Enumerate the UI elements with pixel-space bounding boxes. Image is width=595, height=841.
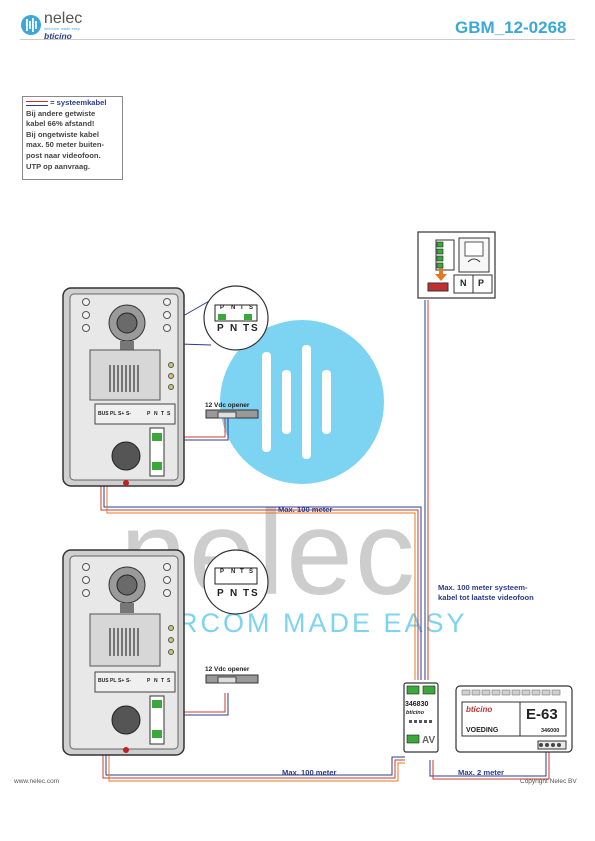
- panel-2-zoom-terminal-n: N: [231, 569, 236, 575]
- legend-title-row: = systeemkabel: [26, 98, 119, 109]
- panel-2-zoom-terminal-s: S: [249, 569, 254, 575]
- supply-label: VOEDING: [466, 727, 499, 734]
- videophone-n-label: N: [460, 278, 467, 288]
- panel-2-pnts-n: N: [154, 678, 158, 684]
- panel-1-pl-label: PL: [110, 411, 117, 417]
- bottom-run-distance: Max. 100 meter: [282, 768, 337, 777]
- power-supply: [455, 685, 573, 753]
- panel-1-zoom-pnts-t: T: [243, 323, 250, 334]
- watermark-bars: [262, 345, 331, 459]
- panel-1-zoom-pnts-p: P: [217, 323, 224, 334]
- panel-1-pnts-s: S: [167, 411, 171, 417]
- panel-2-zoom-pnts-n: N: [230, 588, 238, 599]
- panel-2-pnts-p: P: [147, 678, 151, 684]
- footer-website[interactable]: www.nelec.com: [14, 778, 60, 785]
- panel-2-terminal-zoom: [203, 549, 269, 615]
- module-av-label: AV: [422, 735, 436, 746]
- panel-1-opener-label: 12 Vdc opener: [205, 402, 250, 409]
- panel-2-zoom-terminal-t: T: [240, 569, 244, 575]
- nelec-logo-icon: [21, 15, 41, 35]
- panel-2-pnts-s: S: [167, 678, 171, 684]
- sub-brand: bticino: [44, 31, 72, 41]
- supply-code: 346000: [541, 728, 560, 734]
- watermark-tagline: RCOM MADE EASY: [178, 608, 468, 638]
- distribution-module: [403, 682, 439, 753]
- panel-1-zoom-pnts-s: S: [251, 323, 258, 334]
- module-code: 346830: [405, 701, 429, 708]
- legend-line: Bij ongetwiste kabel: [26, 129, 100, 139]
- legend-line: kabel 66% afstand!: [26, 119, 95, 129]
- supply-brand: bticino: [466, 705, 493, 714]
- legend-title: = systeemkabel: [50, 98, 107, 107]
- panel-2-opener-label: 12 Vdc opener: [205, 666, 250, 673]
- panel-1-terminal-zoom: [203, 285, 269, 351]
- panel-1-zoom-terminal-s: S: [249, 305, 254, 311]
- panel-2-bus-label: BUS: [98, 678, 109, 684]
- panel-2-smin-label: S-: [126, 678, 131, 684]
- brand-logo: [20, 12, 100, 42]
- videophone-run-distance-line1: Max. 100 meter systeem-: [438, 583, 528, 592]
- top-run-distance: Max. 100 meter: [278, 505, 333, 514]
- panel-2-door-opener: [205, 674, 259, 684]
- panel-2-splus-label: S+: [118, 678, 125, 684]
- supply-run-distance: Max. 2 meter: [458, 768, 505, 777]
- legend-line: post naar videofoon.: [26, 150, 101, 160]
- legend-line: Bij andere getwiste: [26, 108, 96, 118]
- legend-box: = systeemkabel Bij andere getwiste kabel…: [22, 96, 123, 180]
- panel-1-smin-label: S-: [126, 411, 131, 417]
- system-cable-swatch: [26, 100, 48, 106]
- videophone: [417, 231, 496, 299]
- header-rule: [20, 39, 575, 40]
- panel-1-zoom-pnts-n: N: [230, 323, 238, 334]
- module-brand: bticino: [406, 710, 425, 716]
- footer-copyright: Copyright Nelec BV: [520, 778, 577, 785]
- outdoor-panel-2: [62, 549, 185, 756]
- panel-1-zoom-terminal-t: T: [240, 305, 244, 311]
- panel-1-zoom-terminal-p: P: [220, 305, 225, 311]
- panel-2-pl-label: PL: [110, 678, 117, 684]
- videophone-run-distance-line2: kabel tot laatste videofoon: [438, 593, 534, 602]
- legend-line: UTP op aanvraag.: [26, 161, 91, 171]
- document-code: GBM_12-0268: [455, 18, 567, 37]
- outdoor-panel-1: [62, 287, 185, 487]
- panel-1-bus-label: BUS: [98, 411, 109, 417]
- legend-line: max. 50 meter buiten-: [26, 140, 105, 150]
- videophone-p-label: P: [478, 278, 485, 288]
- panel-2-zoom-pnts-t: T: [243, 588, 250, 599]
- panel-2-pnts-t: T: [161, 678, 165, 684]
- panel-2-zoom-pnts-s: S: [251, 588, 258, 599]
- panel-1-pnts-t: T: [161, 411, 165, 417]
- arrow-down-icon: [435, 268, 447, 281]
- brand-tagline: intercom made easy: [44, 27, 80, 31]
- supply-model: E-63: [526, 706, 558, 723]
- panel-1-zoom-terminal-n: N: [231, 305, 236, 311]
- panel-1-pnts-n: N: [154, 411, 158, 417]
- panel-1-splus-label: S+: [118, 411, 125, 417]
- brand-name: nelec: [44, 10, 83, 27]
- panel-1-door-opener: [205, 409, 259, 419]
- panel-2-zoom-terminal-p: P: [220, 569, 225, 575]
- panel-2-zoom-pnts-p: P: [217, 588, 224, 599]
- panel-1-pnts-p: P: [147, 411, 151, 417]
